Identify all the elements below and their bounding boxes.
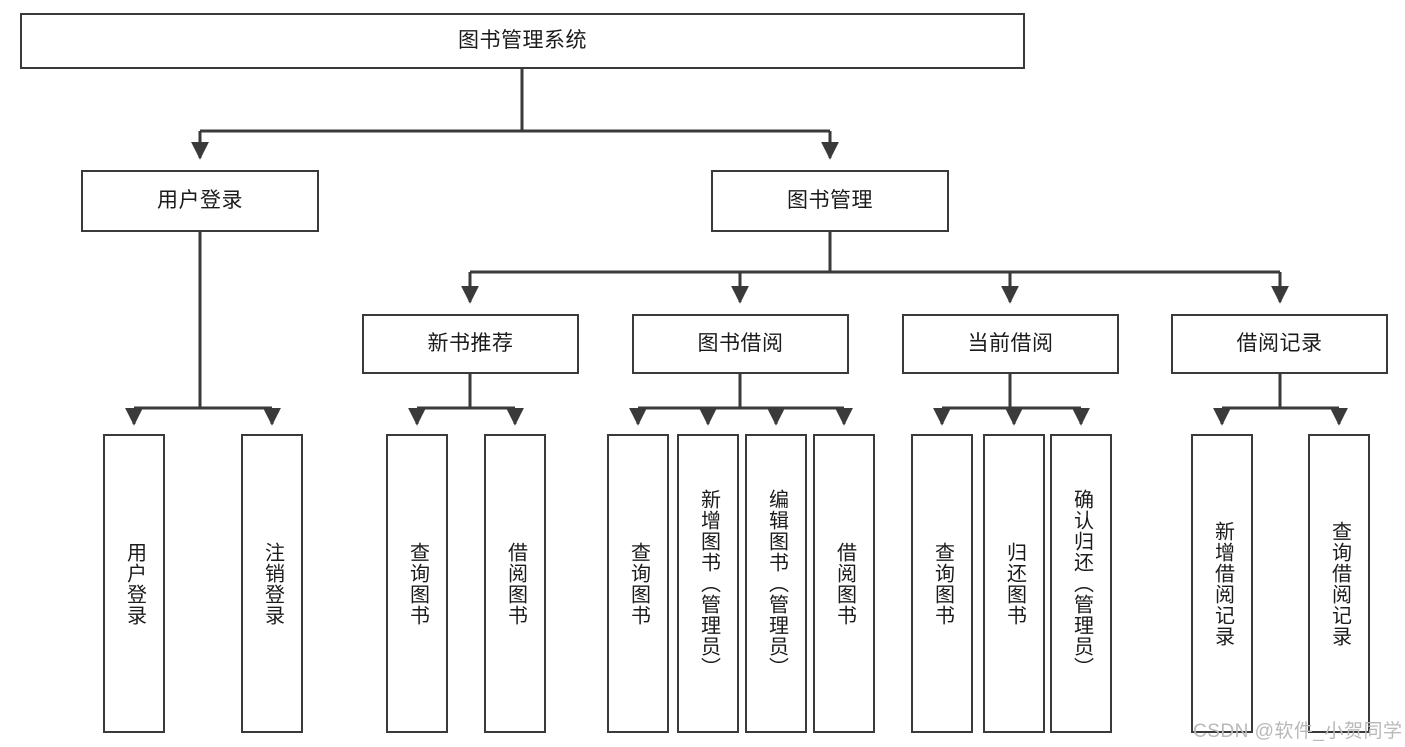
node-leaf-query-book-2-label: 查询图书 bbox=[627, 541, 650, 626]
node-leaf-return-book-label: 归还图书 bbox=[1003, 541, 1026, 626]
node-leaf-query-book-3-label: 查询图书 bbox=[931, 541, 954, 626]
node-root-label: 图书管理系统 bbox=[458, 29, 587, 53]
node-leaf-add-book[interactable]: 新增图书（管理员） bbox=[677, 434, 739, 733]
node-leaf-borrow-book-1-label: 借阅图书 bbox=[504, 541, 527, 626]
node-leaf-user-login[interactable]: 用户登录 bbox=[103, 434, 165, 733]
csdn-watermark: CSDN @软件_小贺同学 bbox=[1193, 721, 1403, 742]
node-leaf-borrow-book-2-label: 借阅图书 bbox=[833, 541, 856, 626]
node-new-book-rec-label: 新书推荐 bbox=[427, 332, 514, 356]
node-new-book-rec[interactable]: 新书推荐 bbox=[362, 314, 579, 374]
node-leaf-borrow-book-1[interactable]: 借阅图书 bbox=[484, 434, 546, 733]
node-leaf-query-book-1-label: 查询图书 bbox=[406, 541, 429, 626]
node-book-borrow[interactable]: 图书借阅 bbox=[632, 314, 849, 374]
node-book-borrow-label: 图书借阅 bbox=[697, 332, 784, 356]
node-leaf-confirm-return[interactable]: 确认归还（管理员） bbox=[1050, 434, 1112, 733]
node-leaf-edit-book[interactable]: 编辑图书（管理员） bbox=[745, 434, 807, 733]
node-leaf-return-book[interactable]: 归还图书 bbox=[983, 434, 1045, 733]
node-leaf-add-book-label: 新增图书（管理员） bbox=[697, 489, 720, 678]
node-leaf-borrow-book-2[interactable]: 借阅图书 bbox=[813, 434, 875, 733]
node-borrow-record-label: 借阅记录 bbox=[1236, 332, 1323, 356]
node-leaf-add-record[interactable]: 新增借阅记录 bbox=[1191, 434, 1253, 733]
node-leaf-user-login-label: 用户登录 bbox=[123, 541, 146, 626]
node-leaf-query-record[interactable]: 查询借阅记录 bbox=[1308, 434, 1370, 733]
node-borrow-record[interactable]: 借阅记录 bbox=[1171, 314, 1388, 374]
node-book-manage-label: 图书管理 bbox=[787, 189, 873, 213]
node-leaf-logout-label: 注销登录 bbox=[261, 541, 284, 626]
node-user-login-label: 用户登录 bbox=[157, 189, 243, 213]
node-leaf-edit-book-label: 编辑图书（管理员） bbox=[765, 489, 788, 678]
node-current-borrow-label: 当前借阅 bbox=[967, 332, 1054, 356]
node-leaf-add-record-label: 新增借阅记录 bbox=[1211, 520, 1234, 647]
node-user-login[interactable]: 用户登录 bbox=[81, 170, 319, 232]
node-leaf-query-book-1[interactable]: 查询图书 bbox=[386, 434, 448, 733]
node-current-borrow[interactable]: 当前借阅 bbox=[902, 314, 1119, 374]
node-leaf-logout[interactable]: 注销登录 bbox=[241, 434, 303, 733]
node-leaf-query-book-2[interactable]: 查询图书 bbox=[607, 434, 669, 733]
node-root[interactable]: 图书管理系统 bbox=[20, 13, 1025, 69]
node-leaf-confirm-return-label: 确认归还（管理员） bbox=[1070, 489, 1093, 678]
node-leaf-query-record-label: 查询借阅记录 bbox=[1328, 520, 1351, 647]
node-book-manage[interactable]: 图书管理 bbox=[711, 170, 949, 232]
node-leaf-query-book-3[interactable]: 查询图书 bbox=[911, 434, 973, 733]
